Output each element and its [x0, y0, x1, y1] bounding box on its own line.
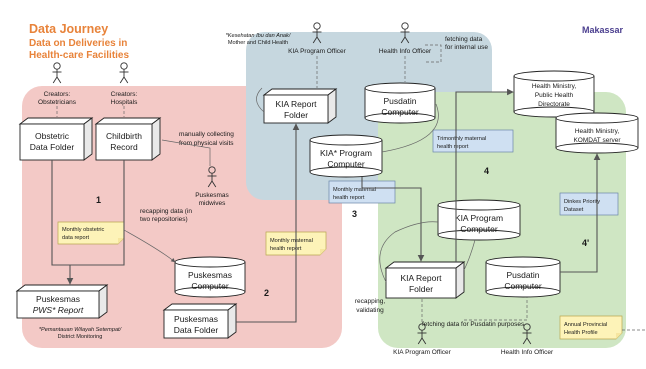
svg-text:KIA Report: KIA Report [400, 273, 442, 283]
obstetricians-actor-icon [52, 62, 62, 84]
svg-text:health report: health report [437, 144, 469, 150]
svg-text:KOMDAT server: KOMDAT server [573, 137, 621, 144]
svg-text:Puskesmas: Puskesmas [174, 314, 218, 324]
note-trimonthly: Trimonthly maternal health report [432, 129, 514, 153]
svg-text:Trimonthly maternal: Trimonthly maternal [437, 136, 486, 142]
kesehatan-note-1: *Kesehatan Ibu dan Anak/ [226, 33, 292, 39]
svg-text:Pusdatin: Pusdatin [506, 270, 539, 280]
svg-text:Monthly obstetric: Monthly obstetric [62, 227, 104, 233]
kia-report-folder-bottom: KIA Report Folder [384, 261, 466, 299]
kia-officer-bottom-label: KIA Program Officer [393, 349, 452, 356]
svg-text:Obstetric: Obstetric [35, 131, 70, 141]
ministry-komdat-server: Health Ministry, KOMDAT server [555, 112, 639, 154]
obstetricians-label-1: Creators: [44, 91, 71, 98]
kia-officer-top-label: KIA Program Officer [288, 48, 347, 55]
step-4-prime: 4' [582, 238, 589, 248]
kia-program-computer-right: KIA Program Computer [437, 199, 521, 241]
recap-validate-note-1: recapping, [355, 298, 386, 305]
svg-text:Health Ministry,: Health Ministry, [575, 128, 620, 135]
step-3: 3 [352, 209, 357, 219]
recap-two-note-1: recapping data (in [140, 208, 192, 215]
info-officer-bottom-label: Health Info Officer [501, 349, 554, 356]
svg-text:Monthly maternal: Monthly maternal [270, 238, 313, 244]
step-2: 2 [264, 288, 269, 298]
svg-text:Data Folder: Data Folder [174, 325, 219, 335]
svg-text:Dinkes Priority: Dinkes Priority [564, 199, 600, 205]
pws-note-2: District Monitoring [58, 334, 103, 340]
pws-note-1: *Pemantauan Wilayah Setempat/ [39, 327, 123, 333]
svg-text:health report: health report [333, 195, 365, 201]
fetch-internal-note-1: fetching data [445, 36, 483, 43]
puskesmas-data-folder: Puskesmas Data Folder [162, 303, 238, 339]
puskesmas-pws-report: Puskesmas PWS* Report [15, 284, 109, 319]
svg-text:Computer: Computer [327, 159, 364, 169]
kia-report-folder-top: KIA Report Folder [262, 88, 338, 124]
obstetricians-label-2: Obstetricians [38, 99, 77, 106]
note-annual-provincial: Annual Provincial Health Profile [559, 315, 623, 340]
info-officer-top-label: Health Info Officer [379, 48, 432, 55]
puskesmas-computer: Puskesmas Computer [174, 256, 246, 298]
childbirth-record: Childbirth Record [94, 117, 162, 161]
hospitals-label-2: Hospitals [111, 99, 138, 106]
svg-text:Puskesmas: Puskesmas [188, 270, 232, 280]
svg-text:KIA Report: KIA Report [275, 99, 317, 109]
hospitals-actor-icon [119, 62, 129, 84]
pusdatin-computer-bottom: Pusdatin Computer [485, 256, 561, 298]
city-label: Makassar [582, 25, 624, 35]
kesehatan-note-2: Mother and Child Health [228, 40, 288, 46]
svg-text:Computer: Computer [504, 281, 541, 291]
svg-text:Computer: Computer [460, 224, 497, 234]
svg-text:Health Ministry,: Health Ministry, [532, 83, 577, 90]
svg-text:Data Folder: Data Folder [30, 142, 75, 152]
svg-text:Public Health: Public Health [535, 92, 574, 99]
note-monthly-maternal-blue: Monthly maternal health report [328, 180, 396, 204]
recap-validate-note-2: validating [356, 307, 384, 314]
svg-text:health report: health report [270, 246, 302, 252]
svg-text:Pusdatin: Pusdatin [383, 96, 416, 106]
note-monthly-obstetric: Monthly obstetric data report [57, 221, 125, 245]
svg-text:Folder: Folder [409, 284, 433, 294]
fetch-internal-note-2: for internal use [445, 44, 488, 51]
note-dinkes-priority: Dinkes Priority Dataset [559, 192, 619, 216]
pusdatin-computer-top: Pusdatin Computer [364, 82, 436, 124]
flow-arrows [51, 44, 646, 331]
midwives-label-2: midwives [199, 200, 226, 207]
hospitals-label-1: Creators: [111, 91, 138, 98]
manual-collect-note-1: manually collecting [179, 131, 234, 138]
svg-text:Childbirth: Childbirth [106, 131, 142, 141]
recap-two-note-2: two repositories) [140, 216, 188, 223]
svg-text:PWS* Report: PWS* Report [33, 305, 84, 315]
svg-text:Dataset: Dataset [564, 207, 584, 213]
svg-text:Directorate: Directorate [538, 101, 570, 108]
ministry-directorate-computer: Health Ministry, Public Health Directora… [513, 70, 595, 118]
svg-text:Computer: Computer [381, 107, 418, 117]
svg-text:KIA* Program: KIA* Program [320, 148, 372, 158]
step-4: 4 [484, 166, 489, 176]
manual-collect-note-2: from physical visits [179, 140, 234, 147]
diagram-title: Data Journey [29, 22, 108, 36]
diagram-subtitle-2: Health-care Facilities [29, 50, 129, 61]
svg-text:KIA Program: KIA Program [455, 213, 503, 223]
kia-program-computer-mid: KIA* Program Computer [309, 134, 383, 178]
obstetric-data-folder: Obstetric Data Folder [18, 117, 94, 161]
svg-text:data report: data report [62, 235, 89, 241]
midwives-label-1: Puskesmas [195, 192, 229, 199]
svg-text:Folder: Folder [284, 110, 308, 120]
svg-text:Monthly maternal: Monthly maternal [333, 187, 376, 193]
svg-text:Annual Provincial: Annual Provincial [564, 322, 607, 328]
svg-text:Health Profile: Health Profile [564, 330, 598, 336]
svg-text:Puskesmas: Puskesmas [36, 294, 80, 304]
fetch-pusdatin-note: fetching data for Pusdatin purposes [422, 321, 525, 328]
step-1: 1 [96, 195, 101, 205]
svg-text:Computer: Computer [191, 281, 228, 291]
svg-text:Record: Record [110, 142, 138, 152]
diagram-subtitle-1: Data on Deliveries in [29, 38, 127, 49]
